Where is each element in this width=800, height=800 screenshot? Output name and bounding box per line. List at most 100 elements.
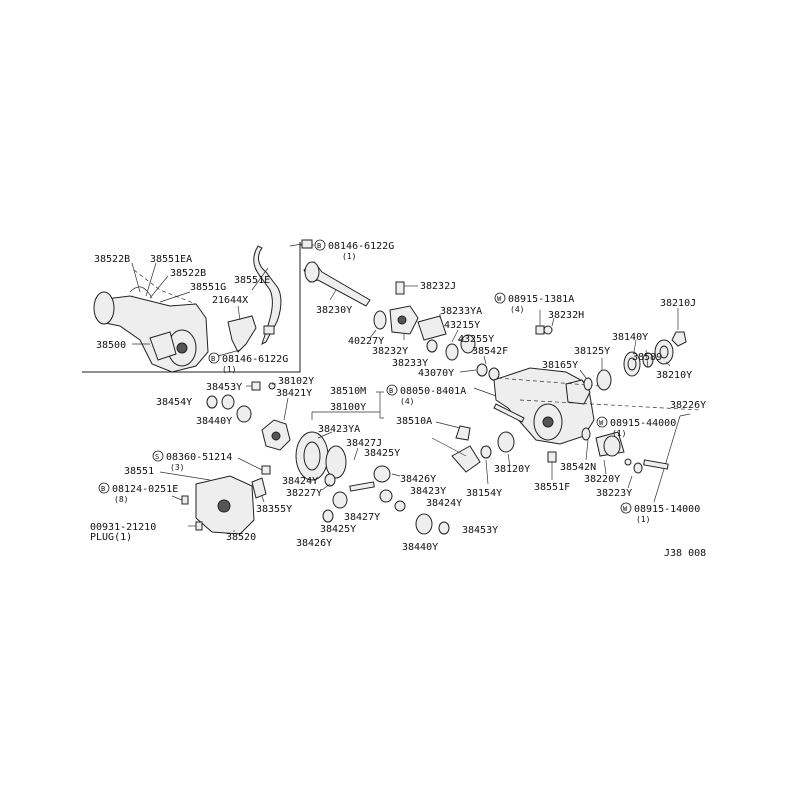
bolt-symbol-icon xyxy=(98,482,110,494)
label-40227Y: 40227Y xyxy=(348,336,384,347)
label-08146-6122G-bottom: 08146-6122G xyxy=(222,354,288,365)
diff-carrier: W 08915-1381A (4) 38232H 38210J 38140Y 3… xyxy=(493,292,706,503)
bolt-symbol-icon xyxy=(314,239,326,251)
label-38510A: 38510A xyxy=(396,416,432,427)
bolt-symbol-letter: B xyxy=(211,355,215,363)
label-08915-1381A-qty: (4) xyxy=(510,305,524,314)
label-38551F: 38551F xyxy=(534,482,570,493)
side-flange-group: 38551F 38542N 38220Y 38223Y W 08915-4400… xyxy=(534,416,700,524)
label-38551E: 38551E xyxy=(234,275,270,286)
label-38427Y: 38427Y xyxy=(344,512,380,523)
label-38423YA: 38423YA xyxy=(318,424,360,435)
label-38440Y-left: 38440Y xyxy=(196,416,232,427)
label-08915-44000: 08915-44000 xyxy=(610,418,676,429)
washer-symbol-letter: W xyxy=(623,505,628,513)
ring-gear-group: 38423YA 38427J 38425Y 38424Y 38227Y 3842… xyxy=(282,424,498,553)
axle-shaft-group: 38230Y 38232J 40227Y 38232Y 38233YA 3823… xyxy=(303,261,508,381)
label-38226Y: 38226Y xyxy=(670,400,706,411)
label-08915-14000-qty: (1) xyxy=(636,515,650,524)
label-38500: 38500 xyxy=(96,340,126,351)
label-38520: 38520 xyxy=(226,532,256,543)
inset-front-diff: 38522B 38551EA 38522B 38551G 38551E 2164… xyxy=(82,239,394,374)
label-08050-8401A-qty: (4) xyxy=(400,397,414,406)
label-43255Y: 43255Y xyxy=(458,334,494,345)
rear-cover-group: S 08360-51214 (3) 38551 B 08124-0251E (8… xyxy=(90,450,292,543)
label-38423Y: 38423Y xyxy=(410,486,446,497)
diagram-ref-code: J38 008 xyxy=(664,548,706,559)
label-38233YA: 38233YA xyxy=(440,306,482,317)
label-38154Y: 38154Y xyxy=(466,488,502,499)
label-08915-14000: 08915-14000 xyxy=(634,504,700,515)
bolt-symbol-icon xyxy=(386,384,398,396)
bolt-08050-group: B 08050-8401A (4) 38510A xyxy=(386,384,525,441)
washer-symbol-icon xyxy=(494,292,506,304)
label-38426Y-bottom: 38426Y xyxy=(296,538,332,549)
bolt-symbol-letter: B xyxy=(317,242,321,250)
label-38223Y: 38223Y xyxy=(596,488,632,499)
bolt-symbol-letter: B xyxy=(389,387,393,395)
label-38421Y: 38421Y xyxy=(276,388,312,399)
label-38425Y-bottom: 38425Y xyxy=(320,524,356,535)
label-38510M: 38510M xyxy=(330,386,366,397)
label-38232Y: 38232Y xyxy=(372,346,408,357)
label-38232J: 38232J xyxy=(420,281,456,292)
label-38453Y-bottom: 38453Y xyxy=(462,525,498,536)
label-38424Y-right: 38424Y xyxy=(426,498,462,509)
label-38125Y: 38125Y xyxy=(574,346,610,357)
label-08124-0251E-qty: (8) xyxy=(114,495,128,504)
label-43070Y: 43070Y xyxy=(418,368,454,379)
label-08146-6122G-top-qty: (1) xyxy=(342,252,356,261)
label-38551: 38551 xyxy=(124,466,154,477)
label-38100Y: 38100Y xyxy=(330,402,366,413)
label-38424Y-left: 38424Y xyxy=(282,476,318,487)
label-38454Y: 38454Y xyxy=(156,397,192,408)
label-38120Y: 38120Y xyxy=(494,464,530,475)
label-21644X: 21644X xyxy=(212,295,248,306)
label-plug: PLUG(1) xyxy=(90,532,132,543)
label-38427J: 38427J xyxy=(346,438,382,449)
label-08360-51214: 08360-51214 xyxy=(166,452,232,463)
label-08915-1381A: 08915-1381A xyxy=(508,294,574,305)
label-08360-51214-qty: (3) xyxy=(170,463,184,472)
label-08915-44000-qty: (1) xyxy=(612,429,626,438)
label-38589: 38589 xyxy=(632,352,662,363)
label-08146-6122G-bottom-qty: (1) xyxy=(222,365,236,374)
label-00931-21210: 00931-21210 xyxy=(90,522,156,533)
label-38355Y: 38355Y xyxy=(256,504,292,515)
label-38220Y: 38220Y xyxy=(584,474,620,485)
bolt-symbol-letter: B xyxy=(101,485,105,493)
washer-symbol-icon xyxy=(620,502,632,514)
label-38210J: 38210J xyxy=(660,298,696,309)
label-08124-0251E: 08124-0251E xyxy=(112,484,178,495)
label-38522B-a: 38522B xyxy=(94,254,130,265)
label-38542F: 38542F xyxy=(472,346,508,357)
label-38232H: 38232H xyxy=(548,310,584,321)
label-38165Y: 38165Y xyxy=(542,360,578,371)
label-08050-8401A: 08050-8401A xyxy=(400,386,466,397)
label-38522B-b: 38522B xyxy=(170,268,206,279)
label-38551G: 38551G xyxy=(190,282,226,293)
drive-pinion-group: 38154Y 38120Y xyxy=(431,431,530,499)
washer-symbol-icon xyxy=(596,416,608,428)
label-43215Y: 43215Y xyxy=(444,320,480,331)
side-bearing-group: 38453Y 38102Y 38421Y 38454Y 38440Y 38510… xyxy=(156,376,384,451)
washer-symbol-letter: W xyxy=(599,419,604,427)
label-38440Y-bottom: 38440Y xyxy=(402,542,438,553)
label-38210Y: 38210Y xyxy=(656,370,692,381)
label-38102Y: 38102Y xyxy=(278,376,314,387)
label-38230Y: 38230Y xyxy=(316,305,352,316)
bolt-symbol-icon xyxy=(208,352,220,364)
label-38140Y: 38140Y xyxy=(612,332,648,343)
screw-symbol-letter: S xyxy=(155,453,159,461)
washer-symbol-letter: W xyxy=(497,295,502,303)
label-38551EA: 38551EA xyxy=(150,254,192,265)
label-38227Y: 38227Y xyxy=(286,488,322,499)
label-38426Y-right: 38426Y xyxy=(400,474,436,485)
label-38233Y: 38233Y xyxy=(392,358,428,369)
label-08146-6122G-top: 08146-6122G xyxy=(328,241,394,252)
label-38542N: 38542N xyxy=(560,462,596,473)
screw-symbol-icon xyxy=(152,450,164,462)
label-38453Y-left: 38453Y xyxy=(206,382,242,393)
label-38425Y-top: 38425Y xyxy=(364,448,400,459)
